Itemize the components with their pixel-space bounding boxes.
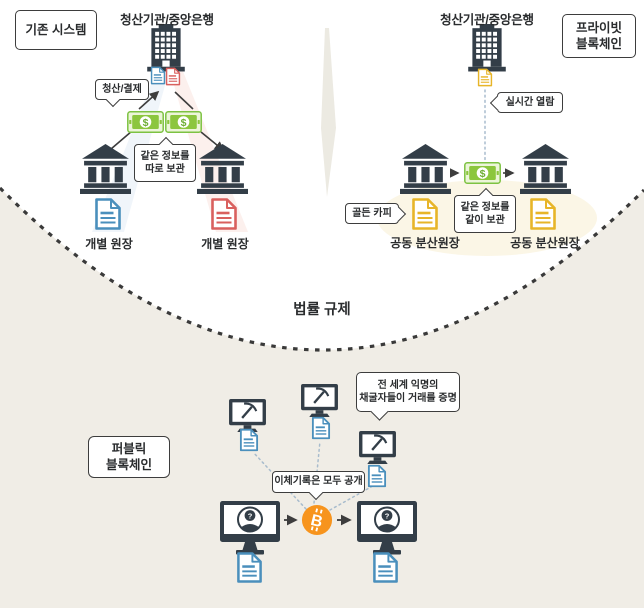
miner-ledger-icon-1 bbox=[239, 428, 259, 452]
clearing-settlement-bubble-label: 청산/결제 bbox=[102, 83, 142, 95]
legal-regulation-label: 법률 규제 bbox=[293, 302, 351, 318]
separate-storage-line1: 같은 정보를 bbox=[140, 150, 190, 162]
sender-monitor-icon bbox=[219, 500, 281, 556]
individual-ledger-blue-icon bbox=[95, 198, 121, 230]
open-records-bubble-label: 이체기록은 모두 공개 bbox=[274, 476, 363, 488]
golden-copy-bubble-label: 골든 카피 bbox=[352, 207, 392, 219]
receiver-ledger-icon bbox=[373, 552, 398, 583]
together-storage-bubble: 같은 정보를 같이 보관 bbox=[454, 188, 516, 233]
public-blockchain-box: 퍼블릭 블록체인 bbox=[88, 436, 170, 478]
miner-ledger-icon-2 bbox=[311, 416, 331, 440]
individual-ledger-red-icon bbox=[211, 198, 237, 230]
money-bill-icon-private bbox=[464, 162, 501, 184]
bank-icon-legacy-right bbox=[197, 144, 248, 194]
flow-line-clearing-to-money bbox=[174, 91, 194, 110]
miner-monitor-icon-1 bbox=[228, 398, 267, 433]
global-miners-line2: 채굴자들이 거래를 증명 bbox=[359, 393, 457, 404]
private-clearing-title: 청산기관/중앙은행 bbox=[440, 13, 534, 27]
section-divider-sliver bbox=[321, 28, 336, 197]
mini-ledger-red-icon bbox=[165, 67, 181, 86]
separate-storage-line2: 따로 보관 bbox=[145, 164, 185, 175]
legacy-system-box-label: 기존 시스템 bbox=[25, 22, 87, 37]
private-blockchain-box-line2: 블록체인 bbox=[575, 37, 622, 51]
public-blockchain-box-line1: 퍼블릭 bbox=[111, 441, 147, 456]
public-blockchain-box-line2: 블록체인 bbox=[105, 458, 152, 472]
flow-line-bank-to-money bbox=[110, 130, 133, 150]
legacy-system-box: 기존 시스템 bbox=[15, 10, 97, 50]
open-records-bubble: 이체기록은 모두 공개 bbox=[272, 471, 365, 500]
joint-ledger-label-left: 공동 분산원장 bbox=[390, 236, 460, 250]
private-blockchain-box: 프라이빗 블록체인 bbox=[562, 14, 636, 58]
clearing-house-building-icon-private bbox=[468, 24, 506, 72]
mini-ledger-blue-icon bbox=[150, 66, 166, 85]
clearing-settlement-bubble: 청산/결제 bbox=[95, 79, 149, 107]
money-bill-icon-legacy-left bbox=[127, 111, 164, 133]
legacy-clearing-title: 청산기관/중앙은행 bbox=[120, 13, 214, 27]
bitcoin-icon bbox=[301, 504, 333, 536]
money-bill-icon-legacy-right bbox=[165, 111, 202, 133]
clearing-house-building-icon-legacy bbox=[147, 24, 185, 72]
receiver-monitor-icon bbox=[356, 500, 418, 556]
shared-ledger-yellow-icon-left bbox=[412, 198, 438, 230]
regulation-dashed-arc bbox=[0, 186, 644, 352]
realtime-view-bubble: 실시간 열람 bbox=[490, 92, 563, 113]
sender-ledger-icon bbox=[237, 552, 262, 583]
separate-storage-bubble: 같은 정보를 따로 보관 bbox=[134, 137, 196, 182]
joint-ledger-label-right: 공동 분산원장 bbox=[510, 236, 580, 250]
bank-icon-private-left bbox=[400, 144, 451, 194]
together-storage-line1: 같은 정보를 bbox=[460, 201, 510, 213]
global-miners-bubble: 전 세계 익명의 채굴자들이 거래를 증명 bbox=[356, 372, 460, 421]
miner-ledger-icon-3 bbox=[367, 464, 387, 488]
together-storage-line2: 같이 보관 bbox=[465, 215, 505, 226]
golden-copy-bubble: 골든 카피 bbox=[345, 203, 406, 224]
bank-icon-legacy-left bbox=[80, 144, 131, 194]
individual-ledger-label-left: 개별 원장 bbox=[85, 237, 133, 251]
realtime-view-bubble-label: 실시간 열람 bbox=[505, 96, 555, 108]
miner-monitor-icon-3 bbox=[358, 430, 397, 465]
bank-icon-private-right bbox=[520, 144, 571, 194]
mini-ledger-yellow-icon bbox=[477, 68, 493, 87]
miner-monitor-icon-2 bbox=[300, 383, 339, 418]
shared-ledger-yellow-icon-right bbox=[530, 198, 556, 230]
individual-ledger-label-right: 개별 원장 bbox=[201, 237, 249, 251]
flow-arrow-money-to-clearing bbox=[138, 90, 160, 110]
global-miners-line1: 전 세계 익명의 bbox=[377, 379, 439, 391]
private-blockchain-box-line1: 프라이빗 bbox=[575, 20, 622, 35]
